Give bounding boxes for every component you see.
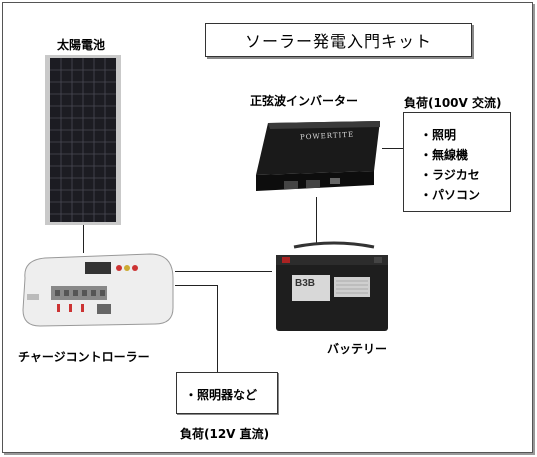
diagram-title: ソーラー発電入門キット [244, 32, 432, 51]
wire-controller-dcload-h [175, 285, 218, 286]
wire-inverter-acload [382, 148, 403, 149]
dc-load-box [176, 372, 278, 414]
wire-controller-dcload-v [217, 285, 218, 372]
charge-controller-label: チャージコントローラー [18, 350, 150, 364]
ac-load-item-radio: ・無線機 [420, 148, 469, 162]
dc-load-item-lighting: ・照明器など [185, 388, 258, 402]
wire-solar-controller [83, 225, 84, 253]
battery-brand: B3B [295, 278, 316, 289]
ac-load-title: 負荷(100V 交流) [404, 96, 502, 110]
inverter-image [256, 121, 380, 191]
charge-controller-image [22, 253, 174, 327]
ac-load-item-pc: ・パソコン [420, 188, 481, 202]
inverter-label: 正弦波インバーター [250, 94, 359, 108]
wire-inverter-battery [316, 197, 317, 245]
diagram-title-box: ソーラー発電入門キット [205, 23, 472, 57]
wire-controller-battery [175, 271, 272, 272]
ac-load-box [403, 112, 511, 212]
solar-panel-image [45, 55, 121, 225]
ac-load-item-lighting: ・照明 [420, 128, 457, 142]
battery-label: バッテリー [327, 342, 388, 356]
battery-image [276, 241, 388, 331]
solar-panel-label: 太陽電池 [57, 38, 106, 52]
ac-load-item-boombox: ・ラジカセ [420, 168, 480, 182]
dc-load-title: 負荷(12V 直流) [180, 427, 270, 441]
